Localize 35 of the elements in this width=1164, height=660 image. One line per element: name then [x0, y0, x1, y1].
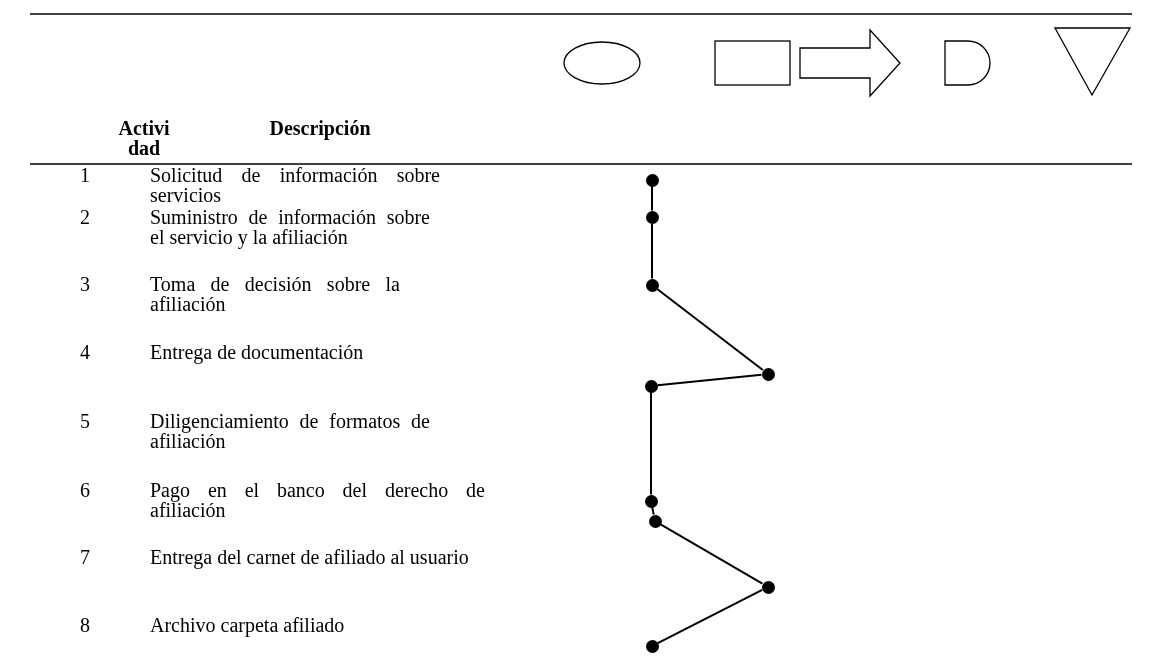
activity-number: 8: [79, 615, 91, 635]
activity-description: Pago en el banco del derecho de afiliación: [150, 480, 485, 520]
activity-number: 5: [79, 411, 91, 431]
activity-number: 4: [79, 342, 91, 362]
activity-number: 1: [79, 165, 91, 185]
connector-line: [650, 391, 652, 496]
connector-line: [651, 506, 655, 516]
flow-dot: [644, 494, 658, 508]
flow-dot: [645, 210, 659, 224]
activity-description: Suministro de información sobre el servicio y la afiliación: [150, 207, 430, 247]
connector-line: [651, 185, 653, 212]
connector-line: [656, 373, 763, 387]
flow-dot: [761, 580, 775, 594]
activity-number: 2: [79, 207, 91, 227]
connector-line: [656, 588, 764, 645]
activity-description: Solicitud de información sobre servicios: [150, 165, 440, 205]
activity-description: Archivo carpeta afiliado: [150, 615, 346, 635]
activity-number: 6: [79, 480, 91, 500]
activity-description: Entrega del carnet de afiliado al usuario: [150, 547, 470, 567]
flow-dot: [761, 367, 775, 381]
flow-dot: [645, 173, 659, 187]
connector-line: [651, 222, 653, 280]
activity-number: 3: [79, 274, 91, 294]
activity-description: Toma de decisión sobre la afiliación: [150, 274, 400, 314]
activity-description: Diligenciamiento de formatos de afiliación: [150, 411, 430, 451]
flow-dot: [645, 639, 659, 653]
column-header: Descripción: [268, 118, 372, 138]
flow-dot: [648, 514, 662, 528]
connector-line: [656, 287, 764, 372]
activity-description: Entrega de documentación: [150, 342, 365, 362]
flow-dot: [644, 379, 658, 393]
column-header: Activi dad: [117, 118, 171, 158]
activity-number: 7: [79, 547, 91, 567]
connector-line: [659, 523, 764, 585]
flow-dot: [645, 278, 659, 292]
